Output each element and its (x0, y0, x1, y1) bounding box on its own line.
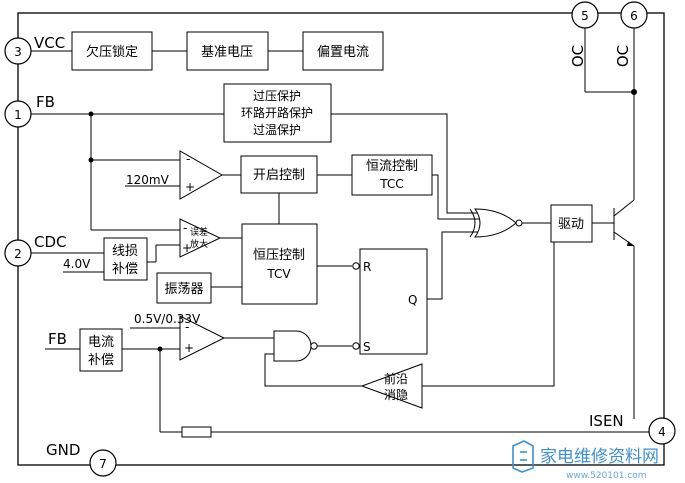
sense-resistor (181, 426, 212, 438)
s-input-bubble (352, 342, 360, 350)
current-comparator: - + (179, 315, 226, 361)
pin-oc-6: 6 OC (614, 1, 648, 67)
svg-text:补偿: 补偿 (112, 262, 138, 277)
pin-cdc: 2 CDC (4, 233, 67, 267)
svg-text:消隐: 消隐 (384, 388, 408, 402)
pin-cdc-number: 2 (14, 247, 22, 261)
svg-text:前沿: 前沿 (384, 371, 408, 386)
pin-oc-6-label: OC (614, 45, 632, 67)
pin-vcc-number: 3 (14, 45, 22, 59)
junction-dot (88, 157, 94, 163)
flip-flop-r-label: R (363, 260, 371, 274)
error-amp-label-line1: 误差 (190, 226, 208, 238)
svg-text:-: - (186, 152, 190, 166)
bias-block: 偏置电流 (302, 31, 384, 71)
svg-text:线损: 线损 (112, 244, 138, 259)
driver-block: 驱动 (550, 204, 593, 243)
wires (31, 28, 649, 433)
svg-text:+: + (182, 241, 192, 255)
svg-text:电流: 电流 (88, 335, 114, 350)
svg-text:补偿: 补偿 (88, 353, 114, 368)
vref-block: 基准电压 (186, 31, 269, 71)
svg-text:TCV: TCV (266, 267, 291, 281)
and-gate (273, 330, 318, 362)
svg-text:驱动: 驱动 (558, 217, 584, 232)
uvlo-block: 欠压锁定 (71, 31, 153, 71)
pin-isen-label: ISEN (589, 412, 624, 430)
svg-text:+: + (184, 341, 194, 355)
watermark-title: 家电维修资料网 (540, 447, 659, 467)
pin-isen: 4 ISEN (589, 412, 676, 445)
svg-text:恒流控制: 恒流控制 (366, 159, 418, 174)
svg-text:TCC: TCC (379, 177, 403, 191)
constant-current-block: 恒流控制 TCC (351, 154, 433, 196)
startup-control-block: 开启控制 (240, 155, 318, 194)
svg-text:过压保护: 过压保护 (253, 89, 301, 103)
svg-text:过温保护: 过温保护 (253, 123, 301, 137)
current-comp-block: 电流 补偿 (79, 328, 123, 372)
rs-flip-flop: R S Q (359, 248, 428, 355)
svg-text:-: - (185, 320, 189, 334)
pin-oc-5-label: OC (569, 45, 587, 67)
svg-text:欠压锁定: 欠压锁定 (86, 44, 138, 60)
pin-fb-label: FB (36, 93, 55, 111)
pin-gnd-label: GND (46, 441, 80, 459)
leading-edge-blanking: 前沿 消隐 (360, 363, 423, 409)
pin-vcc: 3 VCC (4, 34, 65, 65)
pin-oc-5-number: 5 (581, 9, 589, 23)
ref-120mv-label: 120mV (126, 173, 170, 187)
svg-text:偏置电流: 偏置电流 (317, 45, 369, 60)
svg-text:振荡器: 振荡器 (164, 282, 203, 297)
line-loss-comp-block: 线损 补偿 (103, 237, 148, 281)
flip-flop-s-label: S (363, 340, 371, 354)
comparator-120mv: - + (179, 150, 224, 200)
pin-fb-number: 1 (14, 108, 22, 122)
protection-block: 过压保护 环路开路保护 过温保护 (223, 83, 332, 143)
pin-cdc-label: CDC (34, 233, 67, 251)
r-input-bubble (352, 262, 360, 270)
constant-voltage-block: 恒压控制 TCV (241, 223, 318, 305)
or-gate (469, 208, 523, 238)
ref-4v-label: 4.0V (63, 257, 91, 271)
pin-fb: 1 FB (4, 93, 55, 128)
junction-dot (88, 111, 94, 117)
svg-text:恒压控制: 恒压控制 (253, 248, 305, 263)
watermark-url: www.520101.com (566, 471, 647, 481)
error-amplifier: - + 误差 放大 (179, 218, 222, 258)
svg-text:环路开路保护: 环路开路保护 (241, 105, 313, 120)
fb-input-label: FB (48, 330, 67, 348)
error-amp-label-line2: 放大 (190, 238, 208, 250)
ref-05v-label: 0.5V/0.33V (134, 312, 201, 326)
oscillator-block: 振荡器 (156, 272, 212, 304)
pin-oc-5: 5 OC (569, 1, 599, 67)
emitter-arrow (627, 241, 634, 246)
flip-flop-q-label: Q (408, 293, 417, 307)
junction-dot (631, 89, 637, 95)
watermark: 家电维修资料网 www.520101.com (512, 440, 659, 481)
chip-outline (17, 12, 665, 466)
pin-vcc-label: VCC (34, 34, 65, 52)
pin-isen-number: 4 (658, 425, 666, 439)
pin-oc-6-number: 6 (630, 9, 638, 23)
junction-dot (157, 346, 163, 352)
svg-text:+: + (185, 180, 195, 194)
pin-gnd-number: 7 (99, 457, 107, 471)
svg-text:基准电压: 基准电压 (201, 45, 253, 60)
pin-gnd: 7 GND (46, 441, 117, 477)
watermark-logo-icon (512, 440, 534, 473)
svg-text:-: - (183, 221, 187, 235)
svg-text:开启控制: 开启控制 (253, 168, 305, 183)
